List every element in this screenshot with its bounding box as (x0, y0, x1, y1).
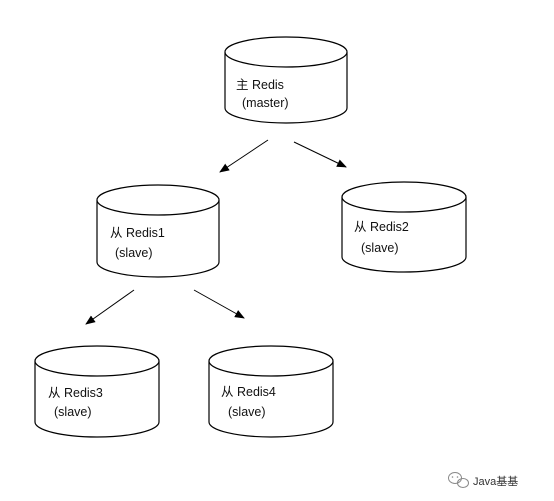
node-redis3-title: 从 Redis3 (48, 386, 103, 400)
wechat-icon (448, 472, 469, 488)
node-master-title: 主 Redis (236, 78, 284, 92)
node-redis2-title: 从 Redis2 (354, 220, 409, 234)
edge-master-to-redis1 (219, 139, 269, 173)
edge-redis1-to-redis4 (193, 289, 245, 319)
watermark: Java基基 (448, 472, 518, 488)
cylinder-icon (96, 200, 220, 278)
node-redis1-title: 从 Redis1 (110, 226, 165, 240)
cylinder-icon (224, 52, 348, 124)
node-redis3: 从 Redis3 (slave) (34, 345, 160, 438)
cylinder-top (34, 345, 160, 377)
node-redis4-title: 从 Redis4 (221, 385, 276, 399)
node-redis4: 从 Redis4 (slave) (208, 345, 334, 438)
node-redis1: 从 Redis1 (slave) (96, 184, 220, 278)
cylinder-top (208, 345, 334, 377)
watermark-text: Java基基 (473, 475, 518, 488)
edges (85, 139, 347, 325)
cylinder-top (96, 184, 220, 216)
cylinder-icon (34, 361, 160, 438)
node-redis1-role: (slave) (115, 246, 153, 260)
node-redis2-role: (slave) (361, 241, 399, 255)
cylinder-icon (341, 197, 467, 273)
node-redis3-role: (slave) (54, 405, 92, 419)
edge-master-to-redis2 (293, 141, 347, 168)
node-master-role: (master) (242, 96, 289, 110)
cylinder-icon (208, 361, 334, 438)
node-redis4-role: (slave) (228, 405, 266, 419)
edge-redis1-to-redis3 (85, 289, 135, 325)
node-master: 主 Redis (master) (224, 36, 348, 124)
cylinder-top (341, 181, 467, 213)
node-redis2: 从 Redis2 (slave) (341, 181, 467, 273)
cylinder-top (224, 36, 348, 68)
